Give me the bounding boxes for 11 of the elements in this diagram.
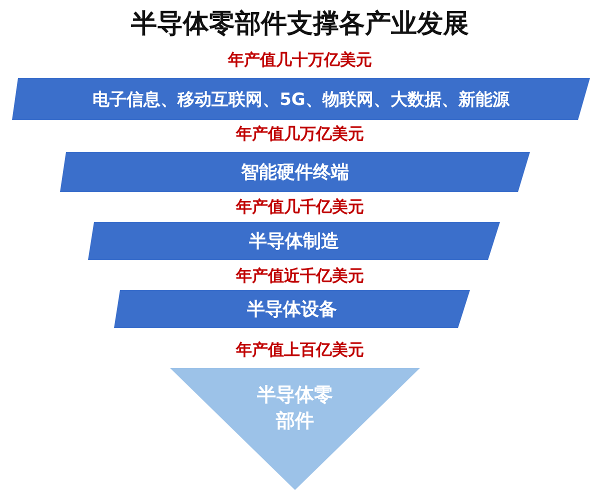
value-label: 年产值上百亿美元 (236, 340, 364, 359)
band-label: 智能硬件终端 (241, 161, 349, 184)
value-label: 年产值近千亿美元 (236, 266, 364, 285)
band-label: 电子信息、移动互联网、5G、物联网、大数据、新能源 (92, 88, 510, 110)
value-label: 年产值几十万亿美元 (228, 50, 372, 69)
value-label: 年产值几千亿美元 (236, 197, 364, 216)
band-label: 半导体零部件 (256, 383, 334, 434)
title: 半导体零部件支撑各产业发展 (131, 9, 469, 39)
value-label: 年产值几万亿美元 (236, 124, 364, 143)
band-label: 半导体制造 (249, 230, 339, 253)
band-label: 半导体设备 (247, 298, 337, 321)
